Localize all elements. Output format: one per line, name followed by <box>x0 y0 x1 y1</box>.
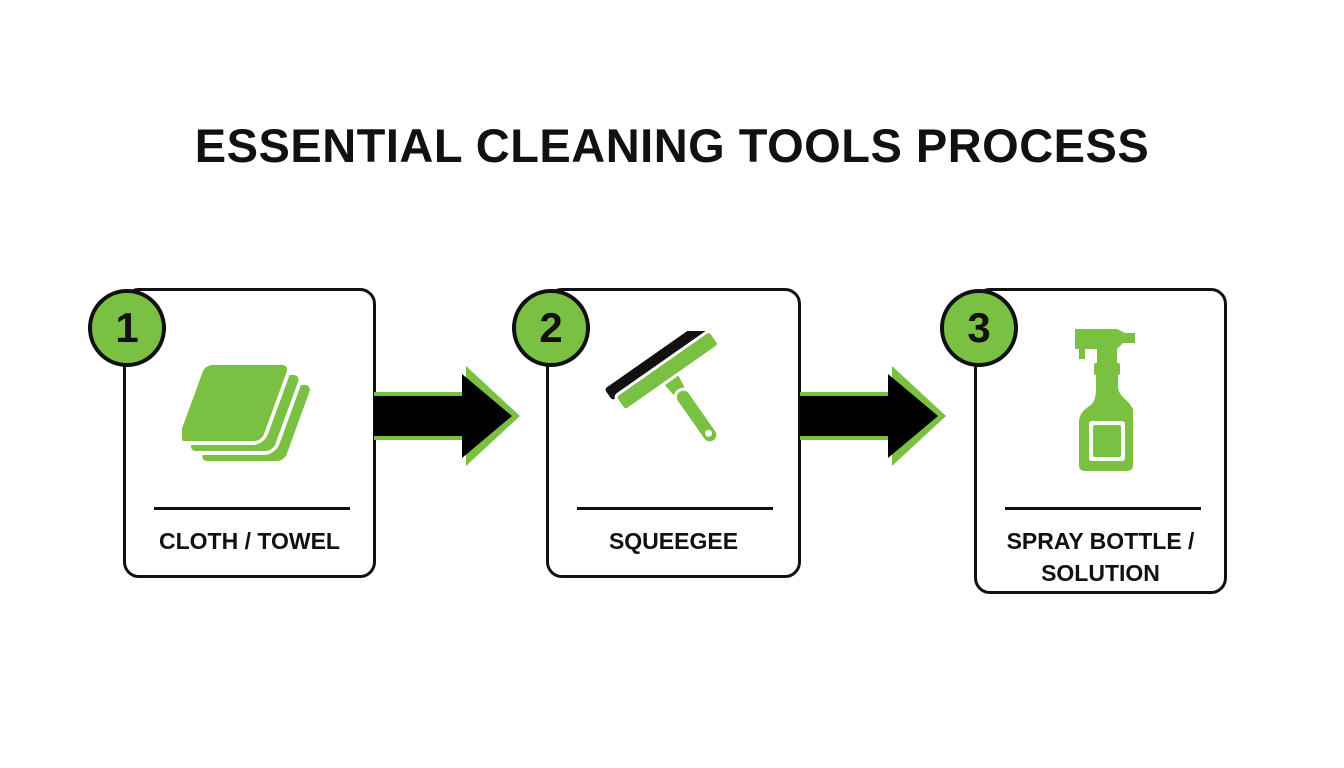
step-divider <box>577 507 773 510</box>
diagram-title: ESSENTIAL CLEANING TOOLS PROCESS <box>194 119 1150 172</box>
cloth-towel-icon <box>182 361 315 465</box>
step-label: CLOTH / TOWEL <box>126 525 373 557</box>
step-card-1: CLOTH / TOWEL <box>123 288 376 578</box>
step-label-line: CLOTH / TOWEL <box>158 528 340 554</box>
step-label-line: SOLUTION <box>1041 560 1160 586</box>
step-label-line: SPRAY BOTTLE / <box>1006 528 1195 554</box>
step-card-3: SPRAY BOTTLE / SOLUTION <box>974 288 1227 594</box>
arrow-right-icon <box>800 366 946 466</box>
step-number-badge-3: 3 <box>940 289 1018 367</box>
step-label: SQUEEGEE <box>549 525 798 557</box>
arrow-right-icon <box>374 366 520 466</box>
step-label-line: SQUEEGEE <box>608 528 739 554</box>
step-number-badge-2: 2 <box>512 289 590 367</box>
step-number-badge-1: 1 <box>88 289 166 367</box>
spray-bottle-icon <box>1075 329 1135 471</box>
squeegee-icon <box>605 331 720 445</box>
step-divider <box>1005 507 1201 510</box>
step-label: SPRAY BOTTLE / SOLUTION <box>977 525 1224 589</box>
step-divider <box>154 507 350 510</box>
